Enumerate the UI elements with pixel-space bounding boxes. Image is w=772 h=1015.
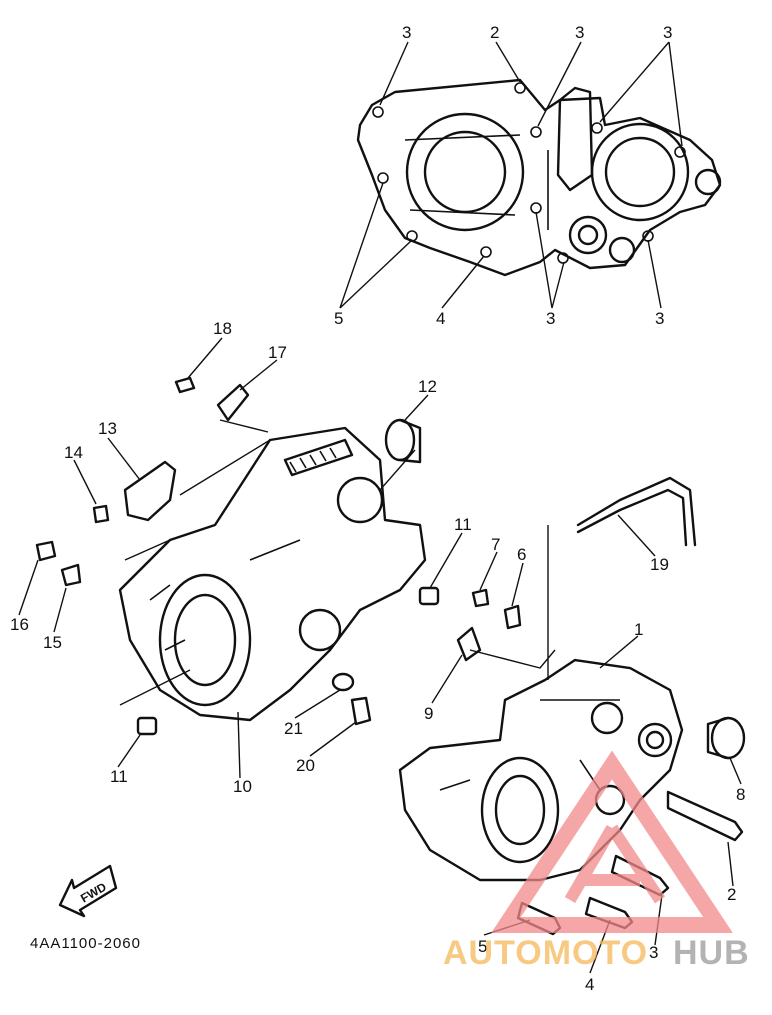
callout-label: 11 [110, 767, 128, 786]
callout-labels: 3 2 3 3 5 4 3 3 18 17 12 13 14 16 15 11 … [10, 23, 745, 994]
fwd-arrow-icon: FWD [58, 864, 118, 918]
callout-label: 5 [334, 309, 343, 328]
watermark-logo: AUTOMOTO HUB [443, 750, 750, 972]
callout-label: 21 [284, 719, 303, 738]
leader-lines [18, 41, 742, 974]
callout-label: 11 [454, 515, 472, 534]
callout-label: 8 [736, 785, 745, 804]
small-parts-left [35, 376, 422, 736]
small-parts-right [418, 476, 746, 936]
callout-label: 16 [10, 615, 29, 634]
callout-label: 14 [64, 443, 83, 462]
callout-label: 4 [436, 309, 445, 328]
callout-label: 6 [517, 545, 526, 564]
callout-label: 3 [575, 23, 584, 42]
callout-label: 5 [478, 937, 487, 956]
callout-label: 4 [585, 975, 594, 994]
part-code: 4AA1100-2060 [30, 935, 141, 952]
callout-label: 7 [491, 535, 500, 554]
callout-label: 10 [233, 777, 252, 796]
callout-label: 3 [655, 309, 664, 328]
callout-label: 2 [727, 885, 736, 904]
callout-label: 1 [634, 620, 643, 639]
callout-label: 18 [213, 319, 232, 338]
callout-label: 3 [546, 309, 555, 328]
right-crankcase-half [398, 658, 684, 882]
crankcase-inner-view [356, 78, 722, 277]
callout-label: 9 [424, 704, 433, 723]
warning-triangle-icon [491, 750, 733, 933]
callout-label: 3 [663, 23, 672, 42]
callout-label: 3 [402, 23, 411, 42]
callout-label: 3 [649, 943, 658, 962]
left-crankcase-half [118, 426, 427, 722]
callout-label: 13 [98, 419, 117, 438]
callout-label: 20 [296, 756, 315, 775]
watermark-inner-mark [564, 824, 665, 904]
watermark-text-hub: HUB [673, 934, 750, 972]
callout-label: 19 [650, 555, 669, 574]
callout-label: 12 [418, 377, 437, 396]
callout-label: 2 [490, 23, 499, 42]
watermark-text-auto: AUTOMOTO [443, 934, 648, 972]
callout-label: 17 [268, 343, 287, 362]
callout-label: 15 [43, 633, 62, 652]
